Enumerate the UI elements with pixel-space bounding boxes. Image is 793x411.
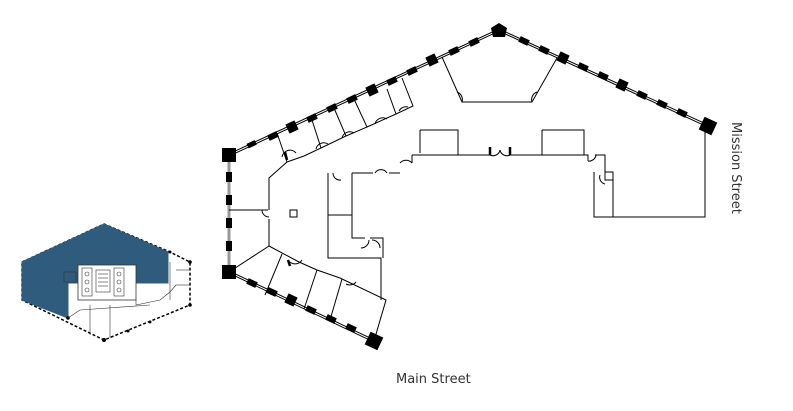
main-street-label: Main Street bbox=[396, 372, 471, 387]
interior-column bbox=[289, 209, 298, 218]
interior-walls bbox=[228, 56, 706, 342]
building-core bbox=[77, 264, 137, 301]
exterior-window-wall bbox=[227, 28, 709, 343]
key-plan-minimap bbox=[21, 223, 192, 342]
mission-street-label: Mission Street bbox=[728, 122, 743, 214]
window-mullions bbox=[226, 36, 688, 333]
corner-columns bbox=[222, 23, 718, 351]
main-floor-plan bbox=[222, 23, 718, 351]
door-swings bbox=[261, 91, 606, 286]
